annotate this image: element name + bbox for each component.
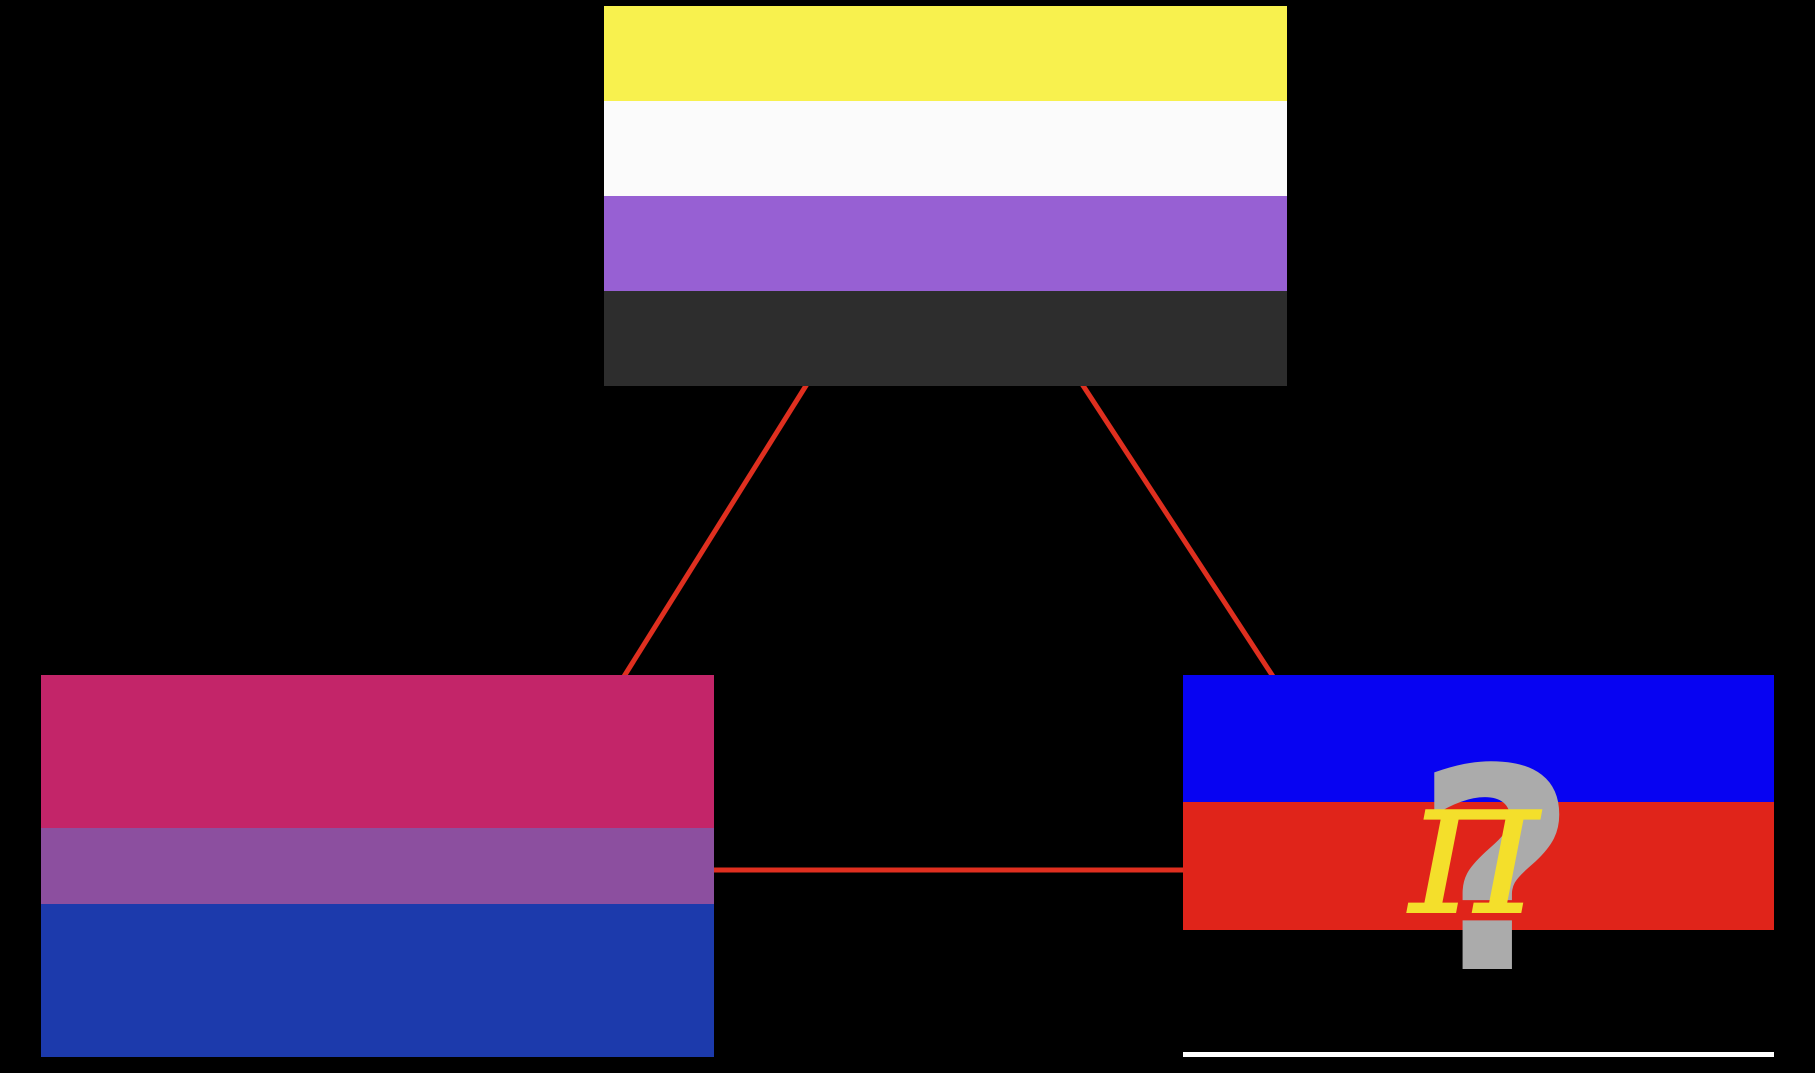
edge-nonbinary-bisexual — [620, 382, 810, 680]
polyamory-stripe-red — [1183, 802, 1774, 930]
edge-nonbinary-polyamory — [1079, 382, 1277, 680]
nonbinary-flag — [604, 6, 1287, 386]
question-mark: ? — [1415, 710, 1578, 1036]
polyamory-stripe-black — [1183, 929, 1774, 1057]
pi-symbol: π — [1408, 728, 1540, 961]
polyamory-flag-bottom-edge — [1183, 1052, 1774, 1057]
bisexual-stripe-purple — [41, 827, 714, 905]
bisexual-stripe-blue — [41, 904, 714, 1057]
polyamory-flag: ? π — [1183, 675, 1774, 1057]
nonbinary-stripe-black — [604, 291, 1287, 386]
bisexual-flag — [41, 675, 714, 1057]
nonbinary-stripe-purple — [604, 196, 1287, 291]
nonbinary-stripe-white — [604, 101, 1287, 196]
nonbinary-stripe-yellow — [604, 6, 1287, 101]
polyamory-stripe-blue — [1183, 675, 1774, 803]
bisexual-stripe-pink — [41, 675, 714, 828]
